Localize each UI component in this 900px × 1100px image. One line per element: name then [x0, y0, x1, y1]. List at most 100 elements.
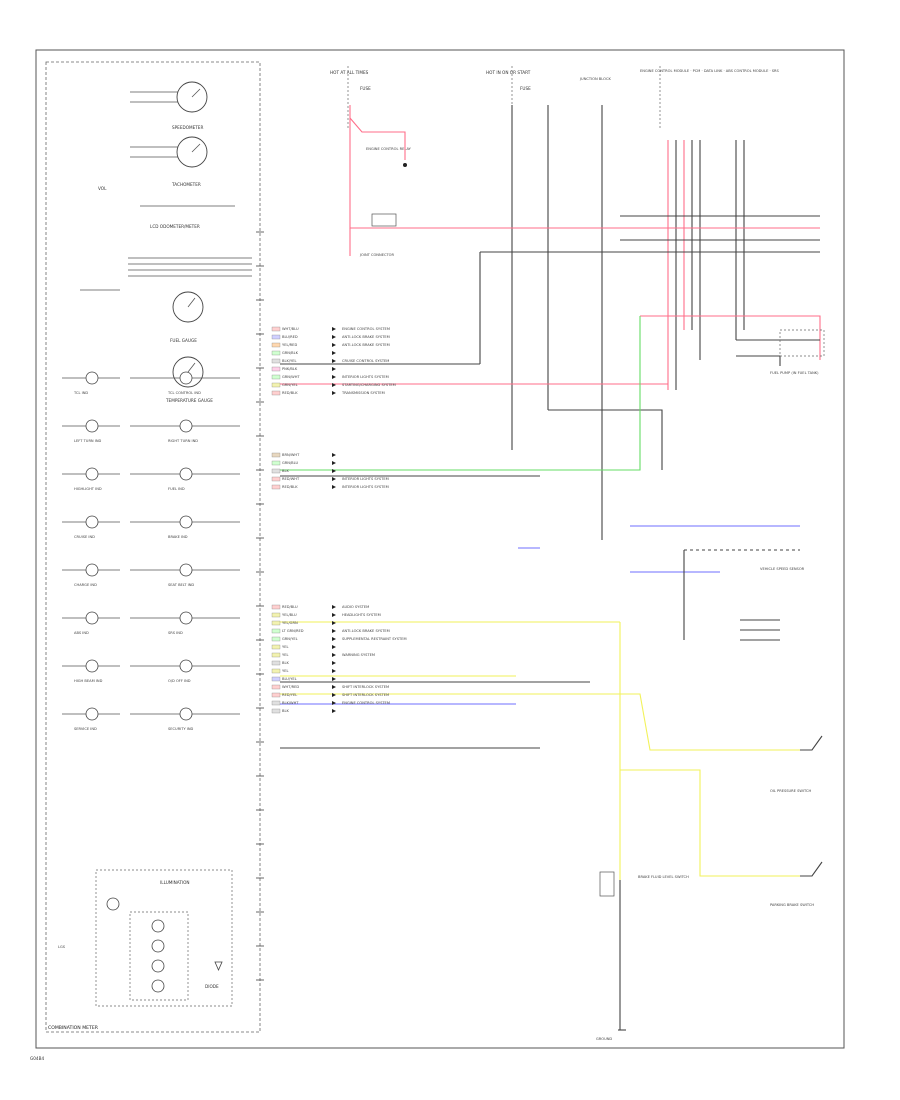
- indicator-label: TCL IND: [73, 391, 88, 395]
- ground-label: GROUND: [596, 1037, 612, 1041]
- wire-color: BLU/RED: [282, 335, 298, 339]
- indicator-label: SERVICE IND: [74, 727, 97, 731]
- wire-swatch: [271, 700, 281, 706]
- wire-color: BLK: [282, 709, 289, 713]
- connector-arrow: [332, 629, 336, 633]
- wire-swatch: [271, 676, 281, 682]
- wire-color: LT GRN/RED: [282, 629, 304, 633]
- odometer-gauge: VOL LCD ODOMETER/METER: [98, 186, 252, 277]
- svg-text:SPEEDOMETER: SPEEDOMETER: [172, 125, 203, 130]
- svg-text:JOINT CONNECTOR: JOINT CONNECTOR: [359, 253, 394, 257]
- indicator-ind-14: O/D OFF IND: [130, 659, 240, 683]
- indicator-ind-16: SECURITY IND: [130, 707, 240, 731]
- wire-destination: INTERIOR LIGHTS SYSTEM: [342, 375, 389, 379]
- svg-text:FUEL GAUGE: FUEL GAUGE: [170, 338, 197, 343]
- indicator-label: CRUISE IND: [74, 535, 95, 539]
- wire-swatch: [271, 692, 281, 698]
- connector-arrow: [332, 613, 336, 617]
- wire-destination: ENGINE CONTROL SYSTEM: [342, 701, 390, 705]
- combination-meter-box: [45, 61, 261, 1033]
- connector-arrow: [332, 709, 336, 713]
- wire-swatch: [271, 660, 281, 666]
- connector-arrow: [332, 645, 336, 649]
- illumination-block: ILLUMINATION DIODE LGS: [58, 869, 233, 1007]
- connector-arrow: [332, 701, 336, 705]
- connector-arrow: [332, 359, 336, 363]
- tachometer-gauge: TACHOMETER: [130, 136, 208, 187]
- indicator-label: SEAT BELT IND: [168, 583, 194, 587]
- wire-swatch: [271, 468, 281, 474]
- wire-swatch: [271, 708, 281, 714]
- wire-color: BLU/YEL: [282, 677, 297, 681]
- wire-color: YEL/BLU: [282, 613, 297, 617]
- indicator-ind-9: CHARGE IND: [62, 563, 120, 587]
- connector-arrow: [332, 685, 336, 689]
- indicator-label: O/D OFF IND: [168, 679, 191, 683]
- wire-color: GRN/BLU: [282, 461, 298, 465]
- wire-color: YEL/RED: [282, 343, 297, 347]
- wire-destination: INTERIOR LIGHTS SYSTEM: [342, 485, 389, 489]
- fuse-a-label: FUSE: [360, 86, 371, 91]
- wire-swatch: [271, 628, 281, 634]
- connector-arrow: [332, 669, 336, 673]
- wire-color: YEL: [282, 653, 288, 657]
- wire-swatch: [271, 390, 281, 396]
- engine-relay-label: ENGINE CONTROL RELAY: [366, 147, 412, 151]
- wire-swatch: [271, 668, 281, 674]
- wire-swatch: [271, 326, 281, 332]
- wiring: JOINT CONNECTOR: [280, 105, 825, 1031]
- indicator-label: SECURITY IND: [168, 727, 194, 731]
- cluster-name: COMBINATION METER: [48, 1025, 99, 1031]
- wire-color: PNK/BLK: [282, 367, 298, 371]
- wire-swatch: [271, 452, 281, 458]
- connector-arrow: [332, 677, 336, 681]
- oil-switch-label: OIL PRESSURE SWITCH: [770, 789, 811, 793]
- wire-destination: SHIFT INTERLOCK SYSTEM: [342, 693, 389, 697]
- wire-swatch: [271, 334, 281, 340]
- wire-color: GRN/BLK: [282, 351, 299, 355]
- wire-swatch: [271, 484, 281, 490]
- connector-arrow: [332, 383, 336, 387]
- brake-fluid-label: BRAKE FLUID LEVEL SWITCH: [638, 875, 689, 879]
- indicator-ind-6: FUEL IND: [130, 467, 240, 491]
- indicator-label: HIGH BEAM IND: [74, 679, 103, 683]
- connector-arrow: [332, 485, 336, 489]
- indicator-label: CHARGE IND: [74, 583, 97, 587]
- indicator-ind-2: TCL CONTROL IND: [130, 371, 240, 395]
- svg-text:TACHOMETER: TACHOMETER: [171, 182, 201, 187]
- connector-arrow: [332, 335, 336, 339]
- wire-color: RED/BLU: [282, 605, 298, 609]
- wire-swatch: [271, 342, 281, 348]
- wire-swatch: [271, 604, 281, 610]
- connector-arrow: [332, 653, 336, 657]
- svg-text:TEMPERATURE GAUGE: TEMPERATURE GAUGE: [165, 398, 213, 403]
- wire-color: WHT/BLU: [282, 327, 299, 331]
- fuel-gauge: FUEL GAUGE: [80, 289, 204, 343]
- indicator-ind-8: BRAKE IND: [130, 515, 240, 539]
- wire-destination: ANTI-LOCK BRAKE SYSTEM: [342, 335, 390, 339]
- connector-arrow: [332, 477, 336, 481]
- wire-destination: STARTING/CHARGING SYSTEM: [342, 383, 396, 387]
- indicator-ind-15: SERVICE IND: [62, 707, 120, 731]
- indicator-ind-11: ABS IND: [62, 611, 120, 635]
- wire-swatch: [271, 366, 281, 372]
- wire-color: YEL/GRN: [282, 621, 298, 625]
- fuse-b-label: FUSE: [520, 86, 531, 91]
- hot-run-label: HOT IN ON OR START: [486, 70, 531, 75]
- connector-arrow: [332, 637, 336, 641]
- connector-arrow: [332, 453, 336, 457]
- wire-swatch: [271, 612, 281, 618]
- wire-swatch: [271, 636, 281, 642]
- wire-color: BLK/YEL: [282, 359, 297, 363]
- indicator-label: FUEL IND: [168, 487, 185, 491]
- wire-destination: TRANSMISSION SYSTEM: [341, 391, 385, 395]
- wire-color: BRN/WHT: [282, 453, 300, 457]
- diagram-frame: [35, 49, 845, 1049]
- wire-color: RED/BLK: [282, 391, 298, 395]
- wire-swatch: [271, 684, 281, 690]
- wire-swatch: [271, 620, 281, 626]
